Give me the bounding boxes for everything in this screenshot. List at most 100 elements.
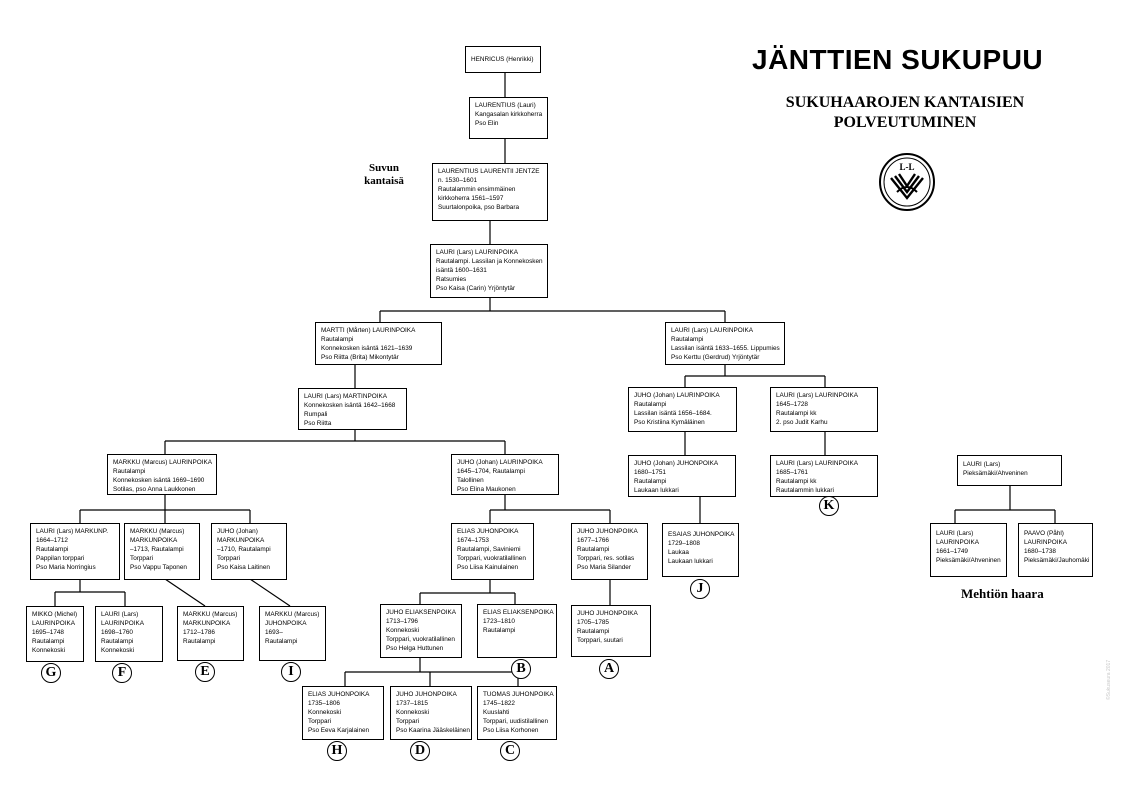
person-detail: Konnekoski — [32, 647, 66, 654]
person-detail: Laukaa — [668, 549, 689, 556]
subtitle-line: POLVEUTUMINEN — [833, 114, 977, 131]
family-crest-logo: L-L — [879, 153, 935, 211]
person-detail: 1674–1753 — [457, 537, 489, 544]
person-name: LAURENTIUS LAURENTII JENTZE — [438, 168, 540, 175]
person-name: LAURI (Lars) MARKUNP. — [36, 528, 108, 535]
person-detail: Pso Riitta — [304, 420, 332, 427]
person-detail: 1680–1738 — [1024, 548, 1056, 555]
person-detail: 1729–1808 — [668, 540, 700, 547]
founder-label-line: Suvun — [369, 162, 399, 174]
person-detail: Pso Kerttu (Gerdrud) Yrjöntytär — [671, 354, 760, 361]
person-detail: LAURINPOIKA — [32, 620, 75, 627]
person-detail: Pso Kaisa (Carin) Yrjöntytär — [436, 285, 516, 292]
person-detail: Rautalampi — [671, 336, 704, 343]
person-detail: 1705–1785 — [577, 619, 609, 626]
person-box-markku-markunpoika: MARKKU (Marcus)MARKUNPOIKA–1713, Rautala… — [124, 523, 200, 580]
person-detail: Pieksämäki/Jauhomäki — [1024, 557, 1090, 564]
person-detail: Pieksämäki/Ahveninen — [936, 557, 1001, 564]
person-name: LAURI (Lars) LAURINPOIKA — [776, 392, 859, 399]
person-name: LAURI (Lars) MARTINPOIKA — [304, 393, 387, 400]
person-name: MARKKU (Marcus) — [130, 528, 185, 535]
person-detail: Torppari, suutari — [577, 637, 623, 644]
person-name: LAURI (Lars) LAURINPOIKA — [671, 327, 754, 334]
person-detail: Kuuslahti — [483, 709, 510, 716]
branch-badge-h: H — [327, 741, 347, 761]
credit-text: ©Sukuseura 2017 — [1106, 659, 1112, 700]
person-detail: Rautalampi — [321, 336, 354, 343]
branch-badge-k: K — [819, 496, 839, 516]
branch-badge-a: A — [599, 659, 619, 679]
person-box-juho-markunpoika: JUHO (Johan)MARKUNPOIKA–1710, Rautalampi… — [211, 523, 287, 580]
person-detail: 1680–1751 — [634, 469, 666, 476]
person-detail: Rautalampi, Saviniemi — [457, 546, 521, 553]
person-detail: Pso Vappu Taponen — [130, 564, 187, 571]
person-detail: Rautalampi — [183, 638, 216, 645]
logo-letters: L-L — [899, 162, 914, 172]
person-name: ELIAS JUHONPOIKA — [308, 691, 370, 698]
person-detail: LAURINPOIKA — [1024, 539, 1067, 546]
person-detail: kirkkoherra 1561–1597 — [438, 195, 504, 202]
person-detail: Konnekoski — [386, 627, 420, 634]
person-detail: 1664–1712 — [36, 537, 68, 544]
person-detail: 1695–1748 — [32, 629, 64, 636]
person-detail: 1645–1704, Rautalampi — [457, 468, 525, 475]
person-name: HENRICUS (Henrikki) — [471, 56, 534, 63]
person-detail: 1713–1796 — [386, 618, 418, 625]
person-detail: Rautalampi — [577, 546, 610, 553]
person-name: LAURENTIUS (Lauri) — [475, 102, 536, 109]
person-detail: Suurtalonpoika, pso Barbara — [438, 204, 520, 211]
person-detail: 1712–1786 — [183, 629, 215, 636]
person-detail: Rautalampi kk — [776, 410, 817, 417]
person-detail: 1723–1810 — [483, 618, 515, 625]
person-detail: Pso Eeva Karjalainen — [308, 727, 370, 734]
person-detail: 1737–1815 — [396, 700, 428, 707]
person-detail: n. 1530–1601 — [438, 177, 478, 184]
person-detail: LAURINPOIKA — [101, 620, 144, 627]
branch-badge-c: C — [500, 741, 520, 761]
person-detail: Torppari, res. sotilas — [577, 555, 635, 562]
person-name: PAAVO (Påhl) — [1024, 530, 1064, 537]
branch-badge-i: I — [281, 662, 301, 682]
person-detail: Pso Kaisa Laitinen — [217, 564, 270, 571]
person-detail: Kangasalan kirkkoherra — [475, 111, 543, 118]
person-detail: MARKUNPOIKA — [217, 537, 265, 544]
person-detail: 2. pso Judit Karhu — [776, 419, 828, 426]
person-detail: Pso Liisa Korhonen — [483, 727, 539, 734]
person-detail: Rautalampi — [32, 638, 65, 645]
branch-badge-d: D — [410, 741, 430, 761]
person-detail: Konnekosken isäntä 1621–1639 — [321, 345, 413, 352]
person-detail: Torppari — [308, 718, 332, 725]
person-name: MARKKU (Marcus) — [265, 611, 320, 618]
person-detail: Pso Elin — [475, 120, 499, 127]
person-name: MARKKU (Marcus) LAURINPOIKA — [113, 459, 213, 466]
person-detail: 1677–1766 — [577, 537, 609, 544]
branch-badge-j: J — [690, 579, 710, 599]
person-detail: MARKUNPOIKA — [130, 537, 178, 544]
person-detail: LAURINPOIKA — [936, 539, 979, 546]
person-detail: Rautalampi. Lassilan ja Konnekosken — [436, 258, 543, 265]
person-detail: Pso Helga Huttunen — [386, 645, 444, 652]
person-detail: Laukaan lukkari — [668, 558, 713, 565]
founder-label: Suvun kantaisä — [354, 162, 414, 188]
person-name: LAURI (Lars) — [101, 611, 139, 618]
person-detail: Pappilan torppari — [36, 555, 85, 562]
person-detail: Rautalampi — [634, 478, 667, 485]
